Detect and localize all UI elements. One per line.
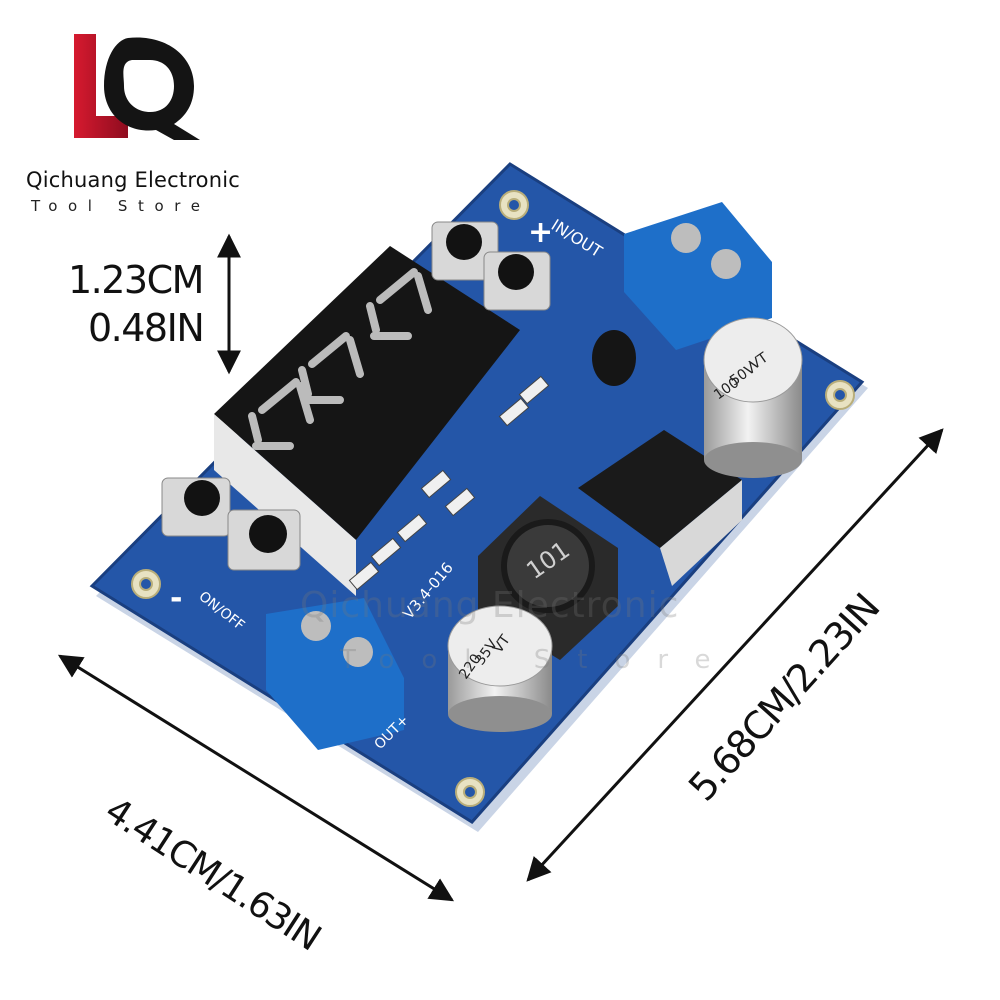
transistor: [592, 330, 636, 386]
large-capacitor: [703, 317, 803, 478]
smd-resistors: [348, 375, 550, 591]
seven-segment-display: [214, 246, 520, 596]
minus-label: -: [170, 581, 182, 616]
mounting-holes: [131, 190, 855, 807]
input-terminal-block: [624, 202, 772, 350]
brand-tagline: Tool Store: [31, 197, 211, 215]
watermark-name: Qichuang Electronic: [300, 585, 680, 626]
push-buttons: [161, 221, 551, 571]
plus-label: +: [528, 215, 553, 250]
small-capacitor: [447, 605, 553, 732]
watermark-tagline: Tool Store: [340, 645, 738, 675]
height-in-label: 0.48IN: [88, 306, 205, 350]
brand-name: Qichuang Electronic: [26, 168, 241, 192]
height-cm-label: 1.23CM: [68, 258, 204, 302]
regulator-ic: [578, 430, 742, 586]
output-terminal-block: [266, 598, 404, 750]
width-arrow: [57, 654, 455, 902]
brand-logo: [74, 34, 200, 140]
length-arrow: [526, 428, 944, 882]
